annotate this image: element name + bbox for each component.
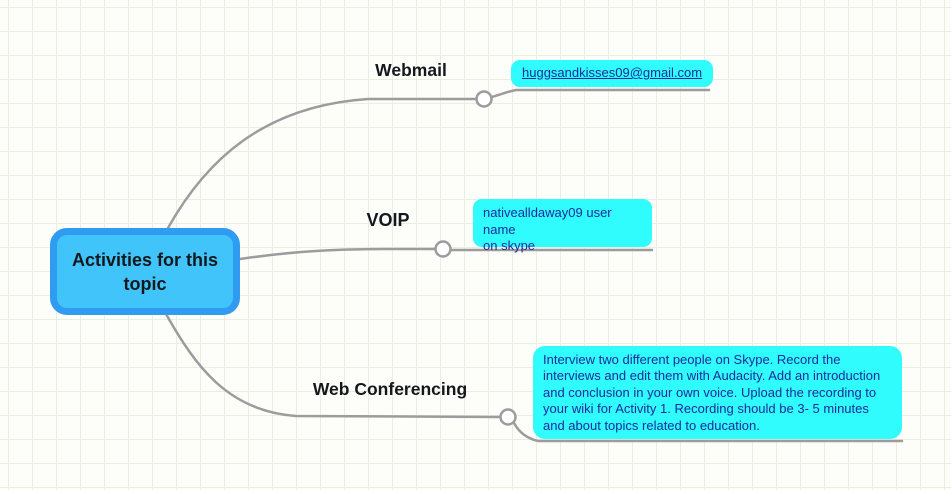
root-node-label: Activities for this topic	[71, 249, 219, 294]
branch-line-webconf	[164, 312, 502, 419]
webconf-connector-node[interactable]	[499, 408, 517, 426]
child-node-webconf-instructions[interactable]: Interview two different people on Skype.…	[533, 346, 902, 439]
branch-label-voip[interactable]: VOIP	[366, 210, 410, 230]
branch-line-webmail	[166, 97, 478, 230]
branch-line-webconf-tail	[512, 421, 904, 443]
root-node-activities[interactable]: Activities for this topic	[50, 228, 240, 315]
branch-line-webmail-tail	[490, 88, 711, 99]
child-node-voip-username[interactable]: nativealldaway09 user name on skype	[473, 199, 652, 253]
child-node-webmail-email[interactable]: huggsandkisses09@gmail.com	[511, 60, 714, 87]
webmail-connector-node[interactable]	[475, 90, 493, 108]
branch-line-voip	[238, 247, 437, 261]
branch-label-webmail[interactable]: Webmail	[375, 60, 447, 80]
branch-label-web-conferencing[interactable]: Web Conferencing	[312, 379, 468, 399]
voip-connector-node[interactable]	[434, 240, 452, 258]
email-link[interactable]: huggsandkisses09@gmail.com	[522, 65, 703, 80]
